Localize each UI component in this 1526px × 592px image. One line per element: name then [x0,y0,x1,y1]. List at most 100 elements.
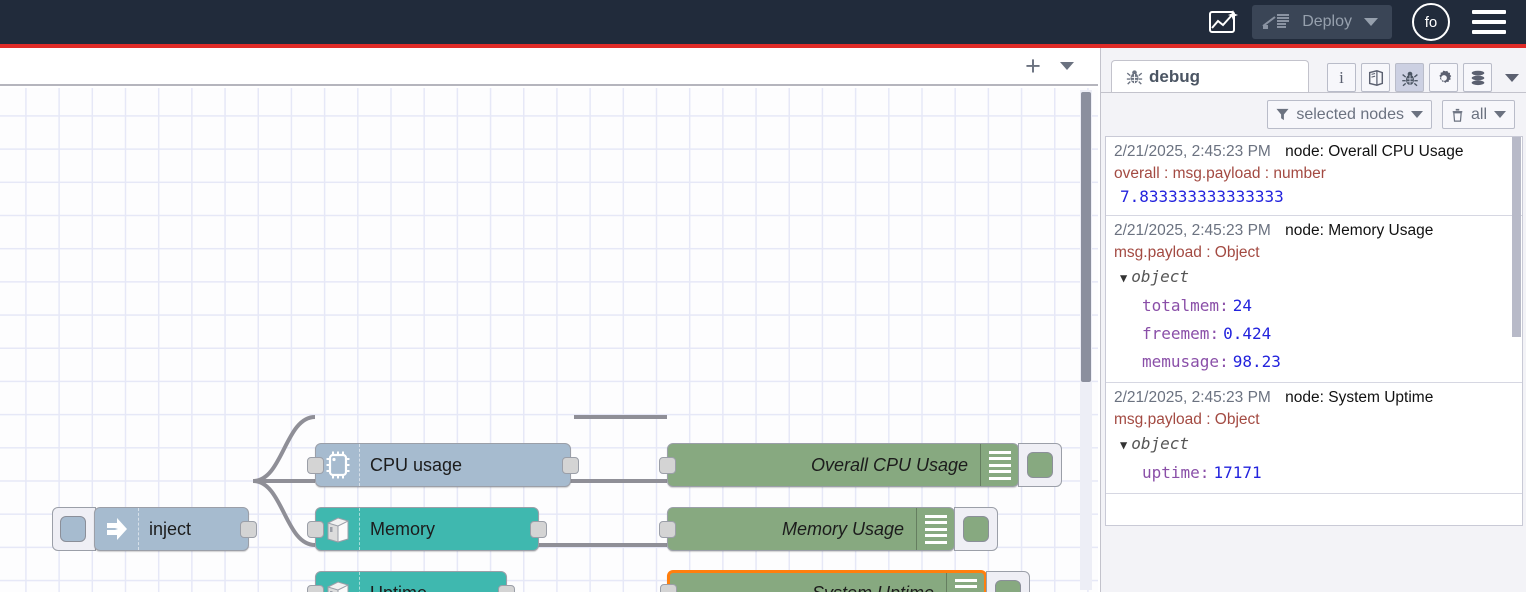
hamburger-bar [1472,20,1506,24]
server-icon [316,508,360,550]
debug-filter-button[interactable]: selected nodes [1267,100,1432,129]
inject-trigger-button[interactable] [52,507,96,551]
property-value: 17171 [1213,463,1262,482]
library-icon[interactable] [1361,63,1390,92]
output-port[interactable] [240,521,257,538]
property-key: freemem [1142,324,1210,343]
debug-message[interactable]: 2/21/2025, 2:45:23 PM node: Overall CPU … [1106,137,1522,216]
chevron-down-icon [1494,111,1506,118]
debug-filter-label: selected nodes [1296,105,1404,123]
trash-icon [1452,108,1463,122]
inject-knob [60,516,86,542]
debug-value: 7.833333333333333 [1120,187,1284,206]
node-uptime[interactable]: Uptime [307,571,515,592]
node-label: CPU usage [370,454,463,475]
debug-timestamp: 2/21/2025, 2:45:23 PM [1114,222,1271,239]
debug-clear-button[interactable]: all [1441,100,1515,129]
debug-message-header: 2/21/2025, 2:45:23 PM node: System Uptim… [1114,387,1514,409]
debug-message[interactable]: 2/21/2025, 2:45:23 PM node: Memory Usage… [1106,216,1522,383]
debug-message-header: 2/21/2025, 2:45:23 PM node: Memory Usage [1114,220,1514,242]
debug-topic: msg.payload : Object [1114,244,1260,261]
tab-debug[interactable]: debug [1111,60,1309,92]
property-key: totalmem [1142,296,1220,315]
chevron-down-icon[interactable] [1364,18,1378,26]
property-value: 24 [1232,296,1252,315]
add-flow-button[interactable]: + [1025,50,1041,81]
microchip-icon [316,444,360,486]
debug-message-header: 2/21/2025, 2:45:23 PM node: Overall CPU … [1114,141,1514,163]
input-port[interactable] [660,584,677,592]
node-label: Memory [370,518,436,539]
hamburger-icon[interactable] [1472,7,1506,37]
debug-enable-toggle[interactable] [1018,443,1062,487]
sidebar-tab-row: debug i [1101,56,1526,92]
chevron-down-icon [1410,111,1423,118]
config-icon[interactable] [1429,63,1458,92]
toggle-knob [1027,452,1053,478]
node-label: Memory Usage [781,518,904,539]
debug-toolbar: selected nodes all [1101,92,1526,136]
input-port[interactable] [307,585,324,592]
node-memory-usage[interactable]: Memory Usage [659,507,955,551]
canvas-scrollbar-thumb[interactable] [1081,92,1091,382]
flow-tab-bar: + [0,48,1098,86]
context-icon[interactable] [1463,63,1492,92]
toggle-knob [995,580,1021,592]
output-port[interactable] [562,457,579,474]
node-system-uptime[interactable]: System Uptime [660,570,987,592]
debug-scrollbar-thumb[interactable] [1512,137,1521,337]
wire-inject-cpu [252,415,316,483]
node-cpu-usage[interactable]: CPU usage [307,443,579,487]
avatar[interactable]: fo [1412,3,1450,41]
debug-enable-toggle[interactable] [986,571,1030,592]
debug-object-label: object [1131,434,1190,453]
debug-object-expander[interactable]: ▼object [1114,263,1514,292]
input-port[interactable] [659,521,676,538]
deploy-button[interactable]: Deploy [1252,5,1392,39]
server-icon [316,572,360,592]
debug-message-list[interactable]: 2/21/2025, 2:45:23 PM node: Overall CPU … [1105,136,1523,526]
input-port[interactable] [307,521,324,538]
workspace: + inject [0,48,1098,592]
output-port[interactable] [498,585,515,592]
input-port[interactable] [307,457,324,474]
debug-message[interactable]: 2/21/2025, 2:45:23 PM node: System Uptim… [1106,383,1522,494]
debug-source-node: node: Memory Usage [1285,222,1434,239]
deploy-icon [1262,14,1290,29]
node-overall-cpu-usage[interactable]: Overall CPU Usage [659,443,1019,487]
node-label: System Uptime [670,583,946,592]
debug-sidebar: debug i [1100,48,1526,592]
node-label: inject [149,518,192,539]
property-key: memusage [1142,352,1220,371]
debug-object-expander[interactable]: ▼object [1114,430,1514,459]
filter-icon [1276,108,1289,121]
debug-enable-toggle[interactable] [954,507,998,551]
debug-icon[interactable] [1395,63,1424,92]
debug-lines-icon [946,573,984,592]
flow-canvas[interactable]: inject [0,88,1098,592]
bug-icon [1126,70,1143,85]
node-inject[interactable]: inject [94,507,257,551]
debug-source-node: node: Overall CPU Usage [1285,143,1464,160]
debug-object-property: uptime:17171 [1142,463,1262,482]
chevron-down-icon[interactable] [1505,73,1519,82]
debug-object-property: totalmem:24 [1142,296,1252,315]
property-value: 98.23 [1232,352,1281,371]
debug-clear-label: all [1470,105,1487,123]
hamburger-bar [1472,10,1506,14]
node-memory[interactable]: Memory [307,507,547,551]
avatar-initials: fo [1424,13,1438,31]
output-port[interactable] [530,521,547,538]
debug-timestamp: 2/21/2025, 2:45:23 PM [1114,389,1271,406]
info-icon[interactable]: i [1327,63,1356,92]
flow-assist-icon[interactable] [1202,5,1244,39]
flow-menu-button[interactable] [1050,51,1084,81]
debug-lines-icon [980,444,1018,486]
debug-object-property: memusage:98.23 [1142,352,1281,371]
input-port[interactable] [659,457,676,474]
debug-object-label: object [1131,267,1190,286]
tab-debug-label: debug [1149,66,1200,86]
arrow-right-icon [95,508,139,550]
debug-topic: overall : msg.payload : number [1114,165,1326,182]
property-value: 0.424 [1223,324,1272,343]
